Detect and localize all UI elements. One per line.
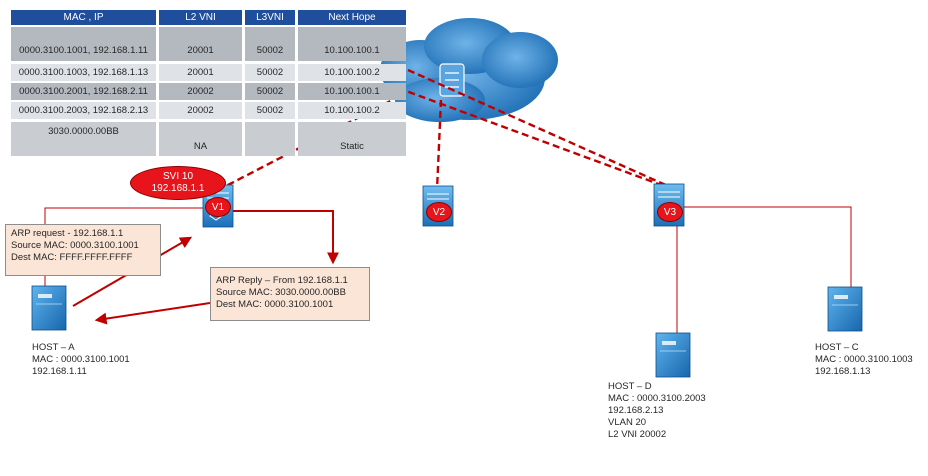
switch-badge-v1: V1: [205, 197, 231, 217]
svi-label: SVI 10 192.168.1.1: [130, 166, 226, 200]
table-cell: 0000.3100.1001, 192.168.1.11: [11, 27, 156, 61]
table-cell: 0000.3100.1003, 192.168.1.13: [11, 64, 156, 81]
host-d-name: HOST – D: [608, 381, 652, 392]
host-a-ip: 192.168.1.11: [32, 366, 87, 377]
table-cell: 20002: [159, 102, 242, 119]
table-cell: NA: [159, 122, 242, 156]
svi-name: SVI 10: [162, 171, 194, 182]
arp-request-line2: Source MAC: 0000.3100.1001: [11, 240, 139, 251]
table-header-l2vni: L2 VNI: [159, 10, 242, 25]
table-cell: 50002: [245, 27, 295, 61]
table-cell: 3030.0000.00BB: [11, 122, 156, 156]
host-a-label: HOST – A MAC : 0000.3100.1001 192.168.1.…: [32, 342, 130, 378]
arp-reply-line1: ARP Reply – From 192.168.1.1: [216, 275, 348, 286]
table-cell: 10.100.100.1: [298, 83, 406, 100]
host-d-label: HOST – D MAC : 0000.3100.2003 192.168.2.…: [608, 381, 706, 441]
host-d-vlan: VLAN 20: [608, 417, 647, 428]
table-cell: 50002: [245, 102, 295, 119]
table-header-next-hop: Next Hope: [298, 10, 406, 25]
host-c-name: HOST – C: [815, 342, 859, 353]
arp-reply-line3: Dest MAC: 0000.3100.1001: [216, 299, 334, 310]
table-cell: 10.100.100.2: [298, 102, 406, 119]
arp-request-line1: ARP request - 192.168.1.1: [11, 228, 124, 239]
host-c-label: HOST – C MAC : 0000.3100.1003 192.168.1.…: [815, 342, 913, 378]
table-cell: Static: [298, 122, 406, 156]
arp-reply-note: ARP Reply – From 192.168.1.1 Source MAC:…: [210, 267, 370, 321]
table-header-l3vni: L3VNI: [245, 10, 295, 25]
host-d-mac: MAC : 0000.3100.2003: [608, 393, 706, 404]
arp-request-note: ARP request - 192.168.1.1 Source MAC: 00…: [5, 224, 161, 276]
overlay-links: [225, 68, 669, 191]
table-cell: 50002: [245, 64, 295, 81]
server-icon-host-c: [827, 286, 863, 332]
table-cell: 20002: [159, 83, 242, 100]
fabric-router-icon: [439, 63, 465, 97]
table-cell: [245, 122, 295, 156]
switch-badge-v2: V2: [426, 202, 452, 222]
switch-badge-v3: V3: [657, 202, 683, 222]
table-cell: 10.100.100.1: [298, 27, 406, 61]
cloud-icon: [380, 18, 558, 122]
host-c-mac: MAC : 0000.3100.1003: [815, 354, 913, 365]
table-cell: 50002: [245, 83, 295, 100]
server-icon-host-d: [655, 332, 691, 378]
host-a-mac: MAC : 0000.3100.1001: [32, 354, 130, 365]
table-cell: 20001: [159, 27, 242, 61]
host-a-name: HOST – A: [32, 342, 75, 353]
table-cell: 20001: [159, 64, 242, 81]
table-cell: 0000.3100.2003, 192.168.2.13: [11, 102, 156, 119]
table-cell: 0000.3100.2001, 192.168.2.11: [11, 83, 156, 100]
host-d-vni: L2 VNI 20002: [608, 429, 667, 440]
table-cell: 10.100.100.2: [298, 64, 406, 81]
host-d-ip: 192.168.2.13: [608, 405, 664, 416]
table-header-mac-ip: MAC , IP: [11, 10, 156, 25]
host-c-ip: 192.168.1.13: [815, 366, 871, 377]
arp-request-line3: Dest MAC: FFFF.FFFF.FFFF: [11, 252, 133, 263]
arp-reply-line2: Source MAC: 3030.0000.00BB: [216, 287, 346, 298]
server-icon-host-a: [31, 285, 67, 331]
svi-ip: 192.168.1.1: [151, 183, 205, 194]
